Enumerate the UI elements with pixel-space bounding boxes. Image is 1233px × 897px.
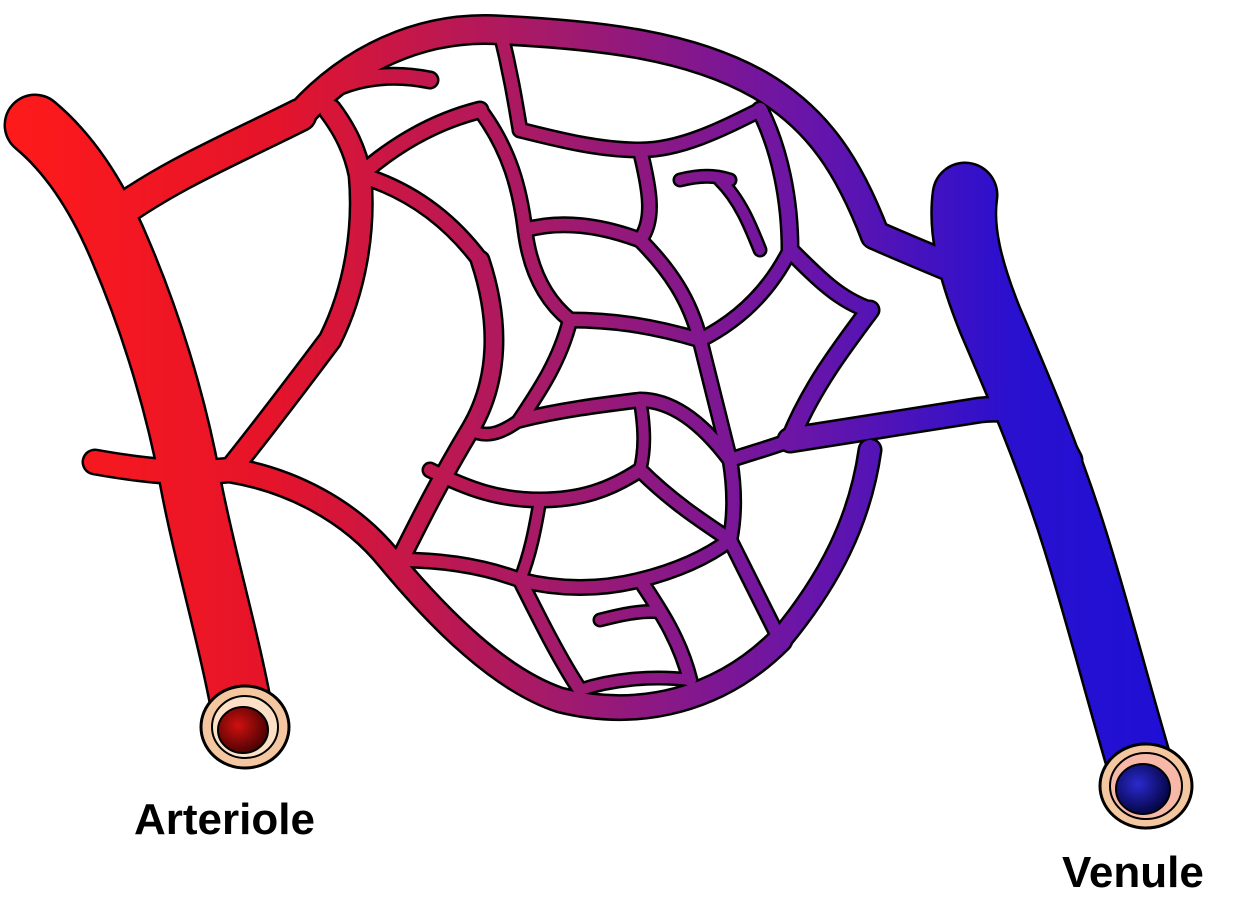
cap-af [640, 580, 690, 680]
cap-y [640, 470, 730, 540]
cap-x [640, 400, 644, 470]
cap-k [570, 320, 700, 340]
arteriole-upper-branch [115, 115, 300, 215]
cap-o [720, 180, 760, 250]
vessel-fill-layer [35, 30, 1146, 786]
cap-z [730, 460, 734, 540]
venule-label: Venule [1062, 851, 1204, 895]
arteriole-cross-section [201, 686, 289, 768]
cap-c [400, 260, 494, 560]
right-lower-arc [780, 450, 870, 640]
arteriole-lumen [218, 707, 268, 753]
cap-aa [730, 540, 780, 640]
venule-cross-section [1100, 744, 1192, 828]
arteriole-side-spur [95, 462, 230, 472]
cap-l [700, 250, 790, 340]
cap-n [790, 250, 870, 310]
cap-p [680, 176, 730, 180]
arteriole-label: Arteriole [134, 798, 315, 842]
left-inner-vessel [230, 110, 361, 470]
venule-lumen [1116, 764, 1170, 814]
cap-ac [520, 540, 730, 588]
cap-b [360, 175, 480, 260]
